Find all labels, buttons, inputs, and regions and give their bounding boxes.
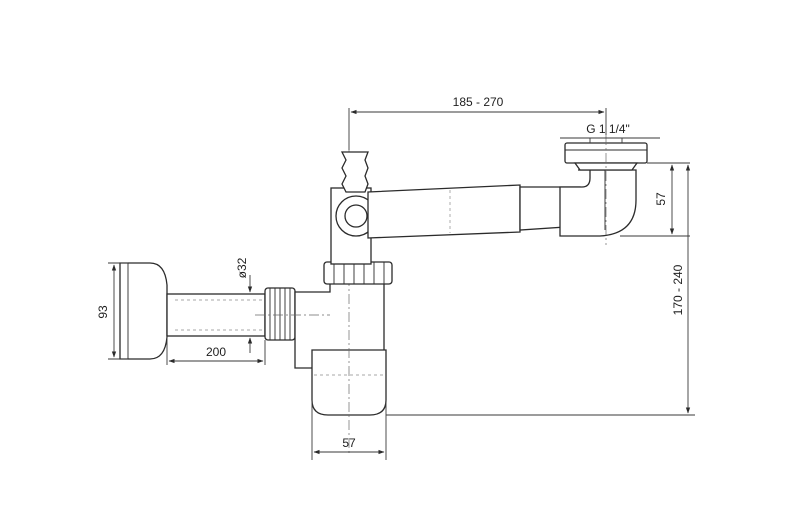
outlet-elbow — [559, 169, 637, 237]
dimension-pipe-length — [166, 336, 266, 365]
dimension-outlet-offset — [620, 162, 690, 237]
dimension-trap-width — [311, 400, 387, 460]
label-pipe-length: 200 — [206, 345, 226, 359]
waste-pipe-arm — [367, 184, 581, 239]
label-wall-height: 93 — [96, 305, 110, 319]
label-thread: G 1 1/4" — [586, 122, 630, 136]
label-outlet-offset: 57 — [654, 192, 668, 206]
label-height-range: 170 - 240 — [671, 264, 685, 315]
bottle-trap-body — [255, 150, 387, 455]
wall-rosette — [119, 262, 168, 360]
wall-pipe — [166, 293, 266, 337]
top-nut — [323, 261, 393, 285]
pipe-coupling — [264, 287, 296, 341]
label-diameter: ø32 — [235, 257, 249, 278]
dimension-height — [386, 164, 695, 416]
dimension-wall-height — [108, 262, 128, 360]
outlet-flange — [564, 135, 648, 245]
dimension-thread — [560, 137, 660, 143]
label-trap-width: 57 — [342, 436, 356, 450]
hose-connector — [340, 151, 369, 193]
dimension-width — [348, 108, 607, 150]
label-width-range: 185 - 270 — [453, 95, 504, 109]
